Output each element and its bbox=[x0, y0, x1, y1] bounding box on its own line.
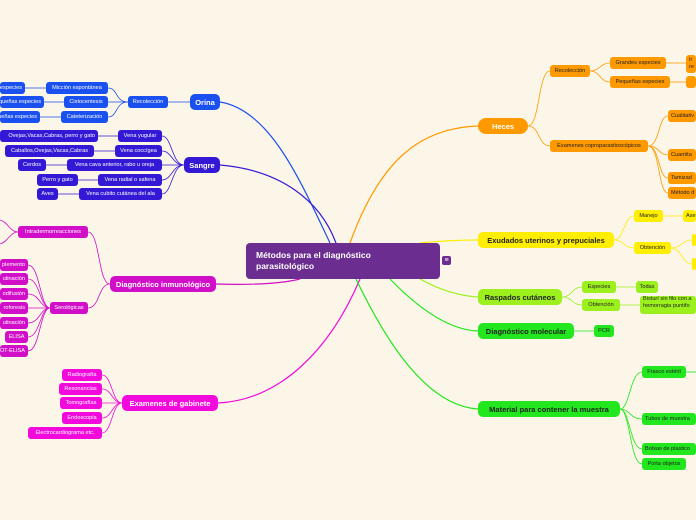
heces-pequenas-detalle[interactable] bbox=[686, 76, 696, 88]
topic-diagnostico-molecular[interactable]: Diagnóstico molecular bbox=[478, 323, 574, 339]
topic-heces[interactable]: Heces bbox=[478, 118, 528, 134]
material-item-3[interactable]: Porta objetos bbox=[642, 458, 686, 470]
sangre-animal-4[interactable]: Aves bbox=[37, 188, 58, 200]
raspados-obtencion-detalle[interactable]: Bisturí sin filo con a hemorragia puntif… bbox=[640, 296, 696, 314]
inmuno-serologicas[interactable]: Serológicas bbox=[50, 302, 88, 314]
inmuno-prueba-3[interactable]: roforesis bbox=[0, 302, 28, 314]
inmuno-prueba-5[interactable]: ELISA bbox=[5, 331, 28, 343]
heces-examen-2[interactable]: Tamizad bbox=[668, 172, 696, 184]
notes-icon[interactable]: ≡ bbox=[442, 256, 451, 265]
inmuno-prueba-6[interactable]: OT-ELISA bbox=[0, 345, 28, 357]
root-topic[interactable]: Métodos para el diagnóstico parasitológi… bbox=[246, 243, 440, 279]
topic-raspados-cutaneos[interactable]: Raspados cutáneos bbox=[478, 289, 562, 305]
sangre-vena-4[interactable]: Vena cubito cutánea del ala bbox=[79, 188, 162, 200]
heces-pequenas-especies[interactable]: Pequeñas especies bbox=[610, 76, 670, 88]
sangre-vena-2[interactable]: Vena cava anterior, rabo u oreja bbox=[67, 159, 162, 171]
inmuno-prueba-1[interactable]: utinación bbox=[0, 273, 28, 285]
raspados-especies[interactable]: Especies bbox=[582, 281, 616, 293]
orina-especie-0[interactable]: especies bbox=[0, 82, 25, 94]
inmuno-prueba-4[interactable]: utinación bbox=[0, 317, 28, 329]
topic-material-muestra[interactable]: Material para contener la muestra bbox=[478, 401, 620, 417]
exudados-manejo-detalle[interactable]: Ase bbox=[683, 210, 696, 222]
sangre-vena-3[interactable]: Vena radial o safena bbox=[98, 174, 162, 186]
material-item-0[interactable]: Frasco estéril bbox=[642, 366, 686, 378]
gabinete-item-0[interactable]: Radiografía bbox=[62, 369, 102, 381]
heces-examen-1[interactable]: Cuantita bbox=[668, 149, 696, 161]
material-item-1[interactable]: Tubos de muestra bbox=[642, 413, 696, 425]
root-title: Métodos para el diagnóstico parasitológi… bbox=[256, 250, 371, 271]
heces-examenes[interactable]: Examenes coproparasitoscópicos bbox=[550, 140, 648, 152]
exudados-obtencion[interactable]: Obtención bbox=[634, 242, 671, 254]
sangre-animal-0[interactable]: Ovejas,Vacas,Cabras, perro y gato bbox=[0, 130, 98, 142]
topic-diagnostico-inmunologico[interactable]: Diagnóstico inmunológico bbox=[110, 276, 216, 292]
topic-orina[interactable]: Orina bbox=[190, 94, 220, 110]
orina-recoleccion[interactable]: Recolección bbox=[128, 96, 168, 108]
topic-exudados[interactable]: Exudados uterinos y prepuciales bbox=[478, 232, 614, 248]
heces-grandes-detalle[interactable]: Ir re bbox=[686, 55, 696, 73]
heces-recoleccion[interactable]: Recolección bbox=[550, 65, 590, 77]
orina-metodo-1[interactable]: Cistocentesis bbox=[64, 96, 108, 108]
topic-sangre[interactable]: Sangre bbox=[184, 157, 220, 173]
material-item-2[interactable]: Bolsas de plastico bbox=[642, 443, 696, 455]
sangre-animal-2[interactable]: Cerdos bbox=[18, 159, 46, 171]
exudados-obtencion-detalle-1[interactable] bbox=[692, 258, 696, 270]
inmuno-prueba-0[interactable]: plemento bbox=[0, 259, 28, 271]
gabinete-item-3[interactable]: Endoscopia bbox=[62, 412, 102, 424]
molecular-pcr[interactable]: PCR bbox=[594, 325, 614, 337]
inmuno-intradermo[interactable]: Intradermorreacciones bbox=[18, 226, 88, 238]
orina-metodo-0[interactable]: Micción espontánea bbox=[46, 82, 108, 94]
gabinete-item-4[interactable]: Electrocardiograma etc. bbox=[28, 427, 102, 439]
topic-examenes-gabinete[interactable]: Examenes de gabinete bbox=[122, 395, 218, 411]
exudados-manejo[interactable]: Manejo bbox=[634, 210, 663, 222]
heces-examen-0[interactable]: Cualitativ bbox=[668, 110, 696, 122]
sangre-animal-3[interactable]: Perro y gato bbox=[37, 174, 78, 186]
orina-especie-1[interactable]: queñas especies bbox=[0, 96, 44, 108]
orina-metodo-2[interactable]: Cateterización bbox=[61, 111, 108, 123]
heces-grandes-especies[interactable]: Grandes especies bbox=[610, 57, 666, 69]
gabinete-item-1[interactable]: Resonancias bbox=[59, 383, 102, 395]
raspados-obtencion[interactable]: Obtención bbox=[582, 299, 620, 311]
inmuno-prueba-2[interactable]: odifusión bbox=[0, 288, 28, 300]
heces-examen-3[interactable]: Método d bbox=[668, 187, 696, 199]
sangre-vena-1[interactable]: Vena coccígea bbox=[115, 145, 162, 157]
exudados-obtencion-detalle-0[interactable] bbox=[692, 234, 696, 246]
gabinete-item-2[interactable]: Tomografías bbox=[60, 397, 102, 409]
sangre-animal-1[interactable]: Caballos,Ovejas,Vacas,Cabras bbox=[5, 145, 94, 157]
raspados-todas[interactable]: Todas bbox=[636, 281, 658, 293]
sangre-vena-0[interactable]: Vena yugular bbox=[118, 130, 162, 142]
orina-especie-2[interactable]: ueñas especies bbox=[0, 111, 40, 123]
